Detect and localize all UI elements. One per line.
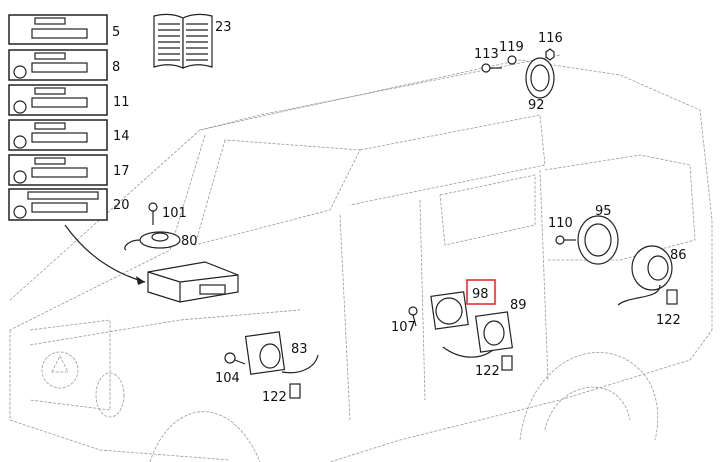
label-101: 101 bbox=[162, 206, 187, 221]
manual-book-icon bbox=[153, 13, 213, 69]
clip-122-front bbox=[289, 383, 301, 399]
label-104: 104 bbox=[215, 371, 240, 386]
radio-unit-stack bbox=[8, 14, 108, 221]
label-radio-8: 8 bbox=[112, 60, 120, 75]
label-80: 80 bbox=[181, 234, 198, 249]
label-radio-5: 5 bbox=[112, 25, 120, 40]
label-manual-23: 23 bbox=[215, 20, 232, 35]
label-98[interactable]: 98 bbox=[472, 287, 489, 302]
speaker-95 bbox=[577, 215, 619, 265]
speaker-frame-98 bbox=[430, 291, 469, 330]
label-119: 119 bbox=[499, 40, 524, 55]
label-110: 110 bbox=[548, 216, 573, 231]
speaker-80 bbox=[124, 231, 181, 251]
label-122-rear: 122 bbox=[656, 313, 681, 328]
label-86: 86 bbox=[670, 248, 687, 263]
label-89: 89 bbox=[510, 298, 527, 313]
label-92: 92 bbox=[528, 98, 545, 113]
label-83: 83 bbox=[291, 342, 308, 357]
highlight-box-98 bbox=[466, 279, 496, 305]
label-122-mid: 122 bbox=[475, 364, 500, 379]
label-95: 95 bbox=[595, 204, 612, 219]
screw-110 bbox=[555, 235, 576, 245]
speaker-89 bbox=[442, 311, 514, 358]
nut-116 bbox=[545, 48, 555, 61]
speaker-86 bbox=[617, 245, 673, 306]
label-radio-17: 17 bbox=[113, 164, 130, 179]
clip-122-mid bbox=[501, 355, 513, 371]
label-radio-20: 20 bbox=[113, 198, 130, 213]
label-radio-11: 11 bbox=[113, 95, 130, 110]
label-116: 116 bbox=[538, 31, 563, 46]
screw-104 bbox=[224, 352, 246, 365]
screw-107 bbox=[408, 306, 418, 327]
clip-122-rear bbox=[666, 289, 678, 305]
speaker-92 bbox=[525, 57, 555, 99]
label-107: 107 bbox=[391, 320, 416, 335]
head-unit-box bbox=[147, 261, 239, 303]
label-radio-14: 14 bbox=[113, 129, 130, 144]
screw-113 bbox=[481, 63, 502, 73]
speaker-83 bbox=[244, 331, 319, 375]
label-113: 113 bbox=[474, 47, 499, 62]
label-122-front: 122 bbox=[262, 390, 287, 405]
washer-119 bbox=[507, 55, 517, 65]
screw-101 bbox=[148, 202, 158, 225]
